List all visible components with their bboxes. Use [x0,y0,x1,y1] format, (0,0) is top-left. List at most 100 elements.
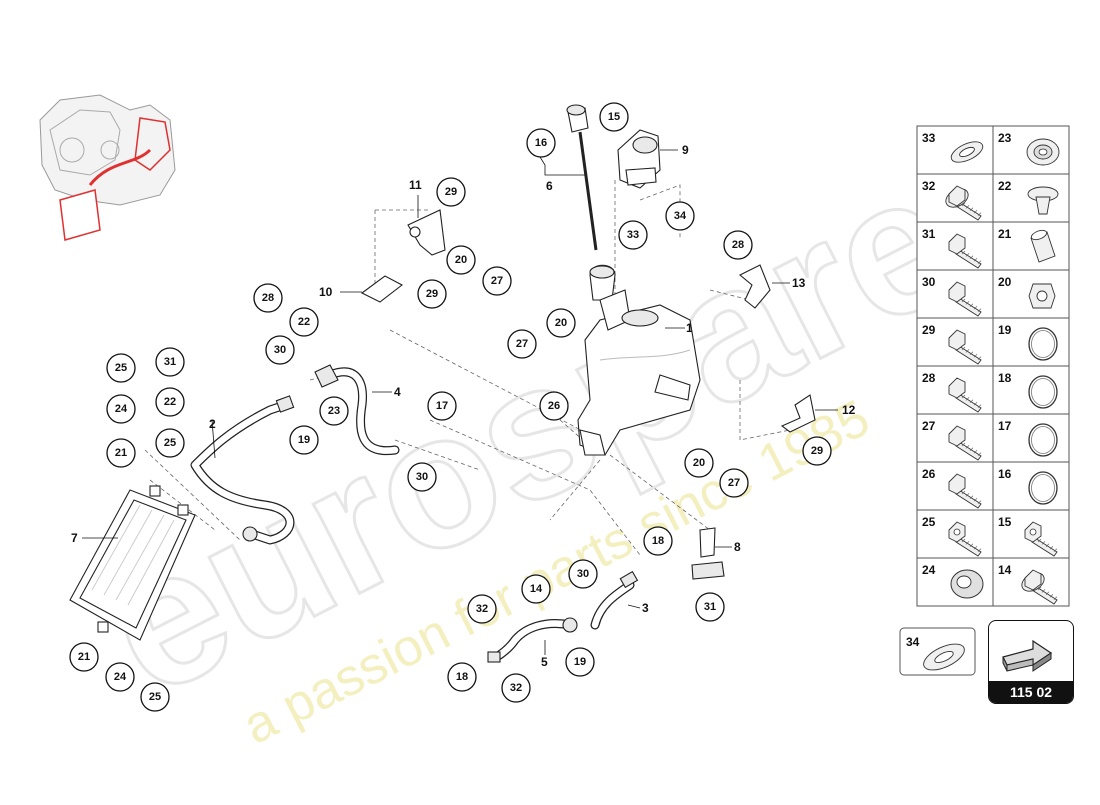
flat-washer-icon [950,141,984,163]
callout-17[interactable]: 17 [427,391,457,421]
bracket-lower[interactable] [360,275,404,303]
legend-item-29[interactable]: 29 [916,317,994,367]
svg-text:30: 30 [577,568,589,580]
label-3: 3 [642,601,649,615]
svg-text:25: 25 [115,362,127,374]
expansion-tank-cap[interactable] [566,104,598,251]
label-11: 11 [409,178,422,192]
callout-15[interactable]: 15 [599,102,629,132]
callout-30[interactable]: 30 [568,559,598,589]
legend-item-number: 14 [998,563,1012,577]
callout-24[interactable]: 24 [105,662,135,692]
callout-27[interactable]: 27 [482,266,512,296]
callout-21[interactable]: 21 [69,642,99,672]
legend-item-20[interactable]: 20 [992,269,1070,319]
callout-23[interactable]: 23 [319,396,349,426]
legend-item-31[interactable]: 31 [916,221,994,271]
callout-28[interactable]: 28 [723,230,753,260]
legend-item-number: 18 [998,371,1012,385]
legend-item-23[interactable]: 23 [992,125,1070,175]
svg-text:32: 32 [510,682,522,694]
legend-item-22[interactable]: 22 [992,173,1070,223]
legend-item-28[interactable]: 28 [916,365,994,415]
callout-16[interactable]: 16 [526,128,556,158]
callout-33[interactable]: 33 [618,220,648,250]
callout-29[interactable]: 29 [417,279,447,309]
legend-item-34[interactable]: 34 [899,627,976,676]
temperature-sensor[interactable] [691,527,725,580]
legend-item-33[interactable]: 33 [916,125,994,175]
callout-31[interactable]: 31 [155,347,185,377]
legend-item-32[interactable]: 32 [916,173,994,223]
legend-item-21[interactable]: 21 [992,221,1070,271]
svg-text:18: 18 [652,535,664,547]
callout-28[interactable]: 28 [253,283,283,313]
callout-20[interactable]: 20 [446,245,476,275]
callout-30[interactable]: 30 [265,335,295,365]
svg-text:15: 15 [608,111,620,123]
callout-29[interactable]: 29 [802,436,832,466]
callout-19[interactable]: 19 [565,647,595,677]
svg-text:17: 17 [436,400,448,412]
svg-text:33: 33 [627,229,639,241]
callout-21[interactable]: 21 [106,438,136,468]
callout-18[interactable]: 18 [643,526,673,556]
svg-text:27: 27 [516,338,528,350]
legend-item-number: 23 [998,131,1012,145]
legend-item-19[interactable]: 19 [992,317,1070,367]
callout-24[interactable]: 24 [106,394,136,424]
label-2: 2 [209,417,216,431]
bracket-right[interactable] [780,394,816,433]
svg-text:20: 20 [693,457,705,469]
legend-item-number: 33 [922,131,936,145]
legend-item-27[interactable]: 27 [916,413,994,463]
callout-30[interactable]: 30 [407,462,437,492]
svg-text:29: 29 [426,288,438,300]
bracket-tank[interactable] [739,264,771,309]
callout-26[interactable]: 26 [539,391,569,421]
callout-19[interactable]: 19 [289,425,319,455]
legend-item-30[interactable]: 30 [916,269,994,319]
svg-text:25: 25 [149,691,161,703]
bracket-upper[interactable] [407,209,446,256]
svg-text:30: 30 [274,344,286,356]
callout-25[interactable]: 25 [106,353,136,383]
callout-22[interactable]: 22 [289,307,319,337]
svg-text:21: 21 [115,447,127,459]
callout-32[interactable]: 32 [501,673,531,703]
spacer-sleeve-icon [1030,229,1056,263]
callout-25[interactable]: 25 [140,682,170,712]
legend-item-16[interactable]: 16 [992,461,1070,511]
callout-34[interactable]: 34 [665,201,695,231]
svg-text:29: 29 [445,186,457,198]
callout-25[interactable]: 25 [155,428,185,458]
svg-text:19: 19 [298,434,310,446]
callout-27[interactable]: 27 [507,329,537,359]
coolant-hose-mid[interactable] [314,364,400,456]
legend-item-24[interactable]: 24 [916,557,994,607]
callout-20[interactable]: 20 [546,308,576,338]
legend-item-14[interactable]: 14 [992,557,1070,607]
legend-item-15[interactable]: 15 [992,509,1070,559]
legend-item-17[interactable]: 17 [992,413,1070,463]
legend-item-number: 28 [922,371,936,385]
callout-22[interactable]: 22 [155,387,185,417]
coolant-hose-upper[interactable] [190,395,295,545]
svg-text:25: 25 [164,437,176,449]
legend-item-18[interactable]: 18 [992,365,1070,415]
callout-27[interactable]: 27 [719,468,749,498]
coolant-level-sensor[interactable] [617,129,661,189]
callout-20[interactable]: 20 [684,448,714,478]
callout-32[interactable]: 32 [467,594,497,624]
coolant-radiator[interactable] [69,485,196,641]
legend-item-25[interactable]: 25 [916,509,994,559]
callout-31[interactable]: 31 [695,592,725,622]
coolant-pipe-lower[interactable] [487,617,578,663]
callout-14[interactable]: 14 [521,574,551,604]
callout-18[interactable]: 18 [447,662,477,692]
callout-29[interactable]: 29 [436,177,466,207]
coolant-pipe-short[interactable] [590,570,639,630]
legend-item-26[interactable]: 26 [916,461,994,511]
coolant-expansion-tank[interactable] [577,264,701,456]
label-8: 8 [734,540,741,554]
